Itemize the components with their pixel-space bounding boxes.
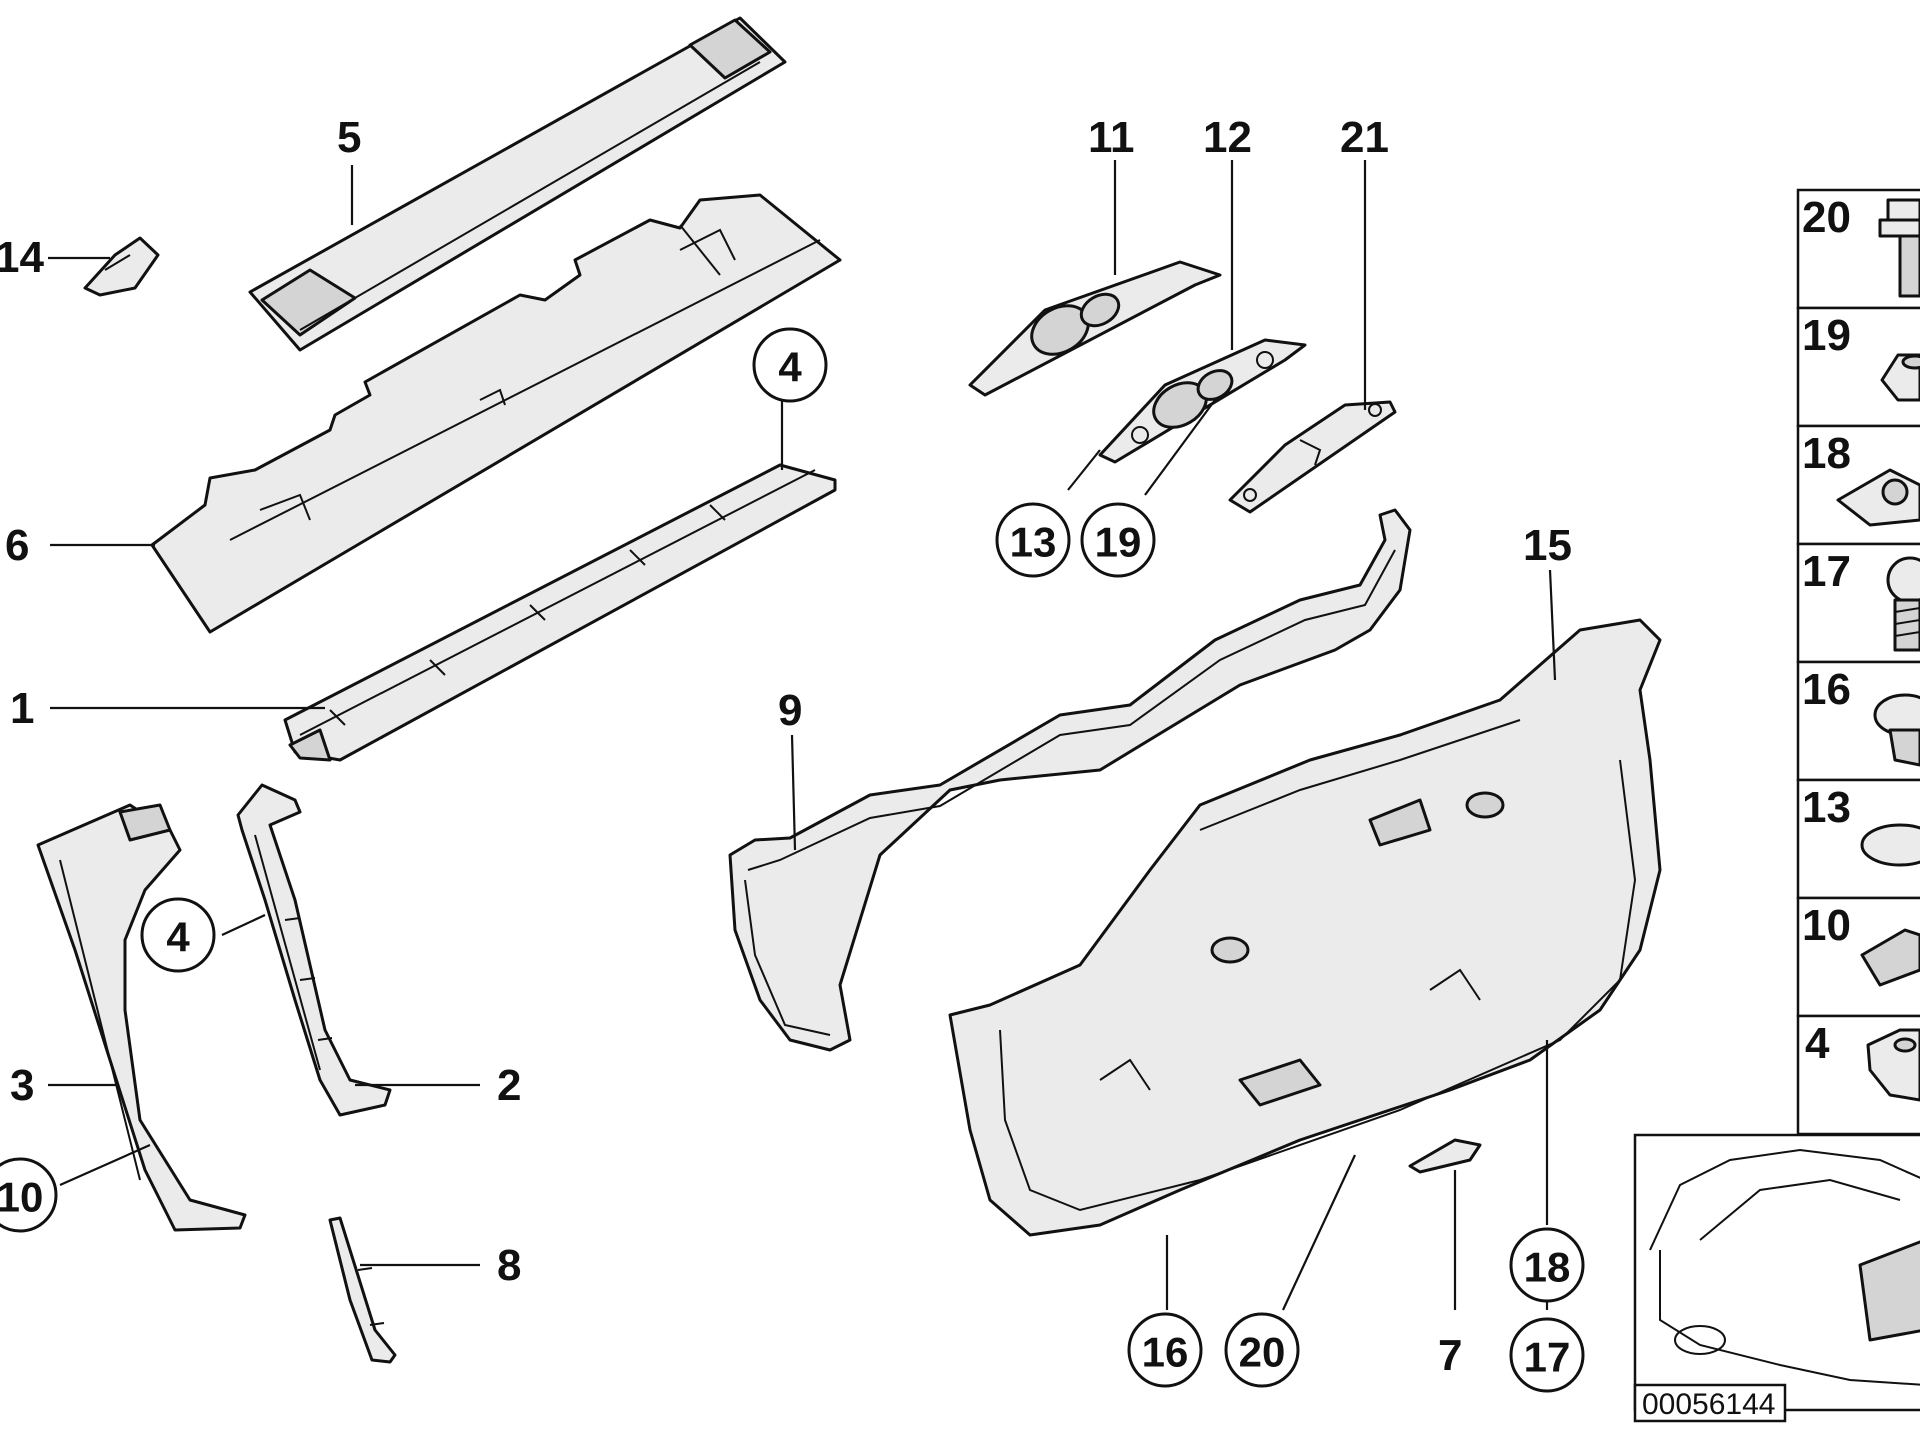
callout-5: 5	[337, 113, 361, 162]
reference-number-box: 00056144	[1633, 1383, 1787, 1423]
svg-text:10: 10	[0, 1174, 43, 1221]
svg-text:4: 4	[166, 914, 190, 961]
legend-label-19: 19	[1802, 311, 1851, 360]
part-8-bracket[interactable]	[328, 1216, 397, 1364]
callout-11: 11	[1088, 113, 1135, 162]
svg-text:4: 4	[778, 344, 802, 391]
svg-text:13: 13	[1010, 519, 1057, 566]
circled-callout-18: 18	[1509, 1227, 1585, 1303]
nut-icon	[1880, 353, 1920, 402]
legend-label-16: 16	[1802, 665, 1851, 714]
part-2-pillar-strip[interactable]	[236, 783, 392, 1117]
callout-15: 15	[1523, 521, 1572, 570]
callout-8: 8	[497, 1241, 521, 1290]
part-12-handle-cover[interactable]	[1098, 338, 1307, 464]
callout-9: 9	[778, 686, 802, 735]
part-7-clip[interactable]	[1408, 1138, 1482, 1174]
circled-callout-13: 13	[995, 502, 1071, 578]
screw-icon	[1878, 198, 1920, 298]
callout-21: 21	[1340, 113, 1389, 162]
svg-text:16: 16	[1142, 1329, 1189, 1376]
callout-7: 7	[1438, 1331, 1462, 1380]
legend-label-17: 17	[1802, 547, 1851, 596]
part-1-sill-trim[interactable]	[283, 463, 837, 762]
circled-callout-4-upper: 4	[752, 327, 828, 403]
part-14-clip[interactable]	[83, 236, 160, 297]
part-3-pillar-trim[interactable]	[36, 803, 247, 1232]
callout-14: 14	[0, 233, 44, 282]
svg-text:17: 17	[1524, 1334, 1571, 1381]
leader-lines	[48, 160, 1557, 1311]
callout-3: 3	[10, 1061, 34, 1110]
callout-6: 6	[5, 521, 29, 570]
legend-label-13: 13	[1802, 783, 1851, 832]
part-21-bracket-plate[interactable]	[1228, 400, 1397, 514]
clip-nut-icon	[1836, 468, 1920, 527]
bolt-icon	[1886, 556, 1920, 652]
part-15-tailgate-panel[interactable]	[948, 618, 1662, 1237]
circled-callout-19: 19	[1080, 502, 1156, 578]
callout-12: 12	[1203, 113, 1252, 162]
circled-callout-10: 10	[0, 1157, 58, 1233]
vehicle-overview-inset	[1633, 1133, 1920, 1412]
fastener-legend: 20 19 18 17 16 13 10 4	[1796, 188, 1920, 1136]
circled-callout-4-lower: 4	[140, 897, 216, 973]
plug-icon	[1860, 823, 1920, 867]
push-rivet-icon	[1873, 693, 1920, 767]
circled-callout-16: 16	[1127, 1312, 1203, 1388]
part-9-tailgate-seal[interactable]	[728, 508, 1412, 1052]
part-5-trim-strip[interactable]	[248, 16, 787, 352]
part-6-rear-panel[interactable]	[150, 193, 842, 634]
part-11-handle-cover[interactable]	[968, 260, 1222, 397]
reference-number: 00056144	[1642, 1388, 1775, 1421]
legend-label-10: 10	[1802, 901, 1851, 950]
car-outline-icon	[1649, 1148, 1920, 1386]
grommet-icon	[1866, 1028, 1920, 1102]
callout-1: 1	[10, 684, 34, 733]
legend-label-20: 20	[1802, 193, 1851, 242]
circled-callout-17: 17	[1509, 1317, 1585, 1393]
svg-text:19: 19	[1095, 519, 1142, 566]
pad-icon	[1860, 928, 1920, 987]
callout-2: 2	[497, 1061, 521, 1110]
legend-label-18: 18	[1802, 429, 1851, 478]
circled-callout-20: 20	[1224, 1312, 1300, 1388]
legend-label-4: 4	[1805, 1019, 1830, 1068]
svg-text:18: 18	[1524, 1244, 1571, 1291]
svg-text:20: 20	[1239, 1329, 1286, 1376]
